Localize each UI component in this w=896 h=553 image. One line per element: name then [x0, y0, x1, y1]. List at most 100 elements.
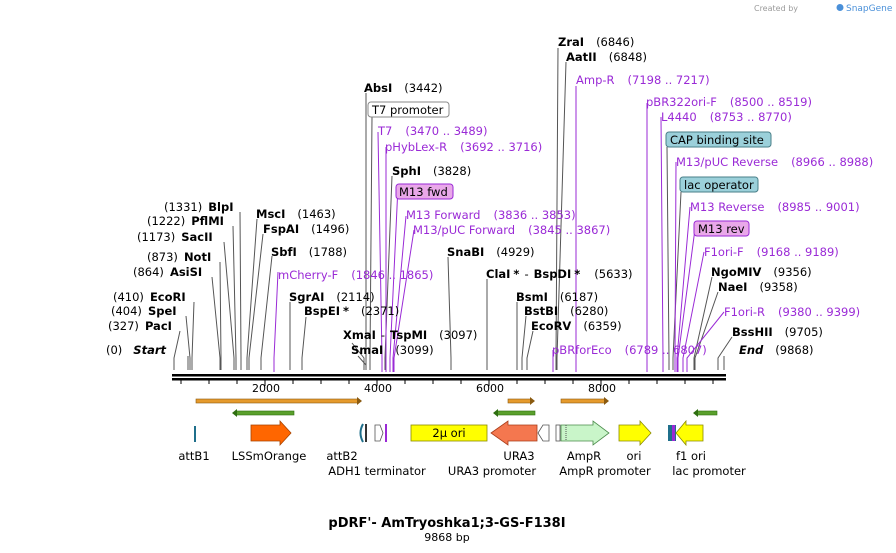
svg-text:NgoMIV(9356): NgoMIV (9356)	[711, 265, 812, 279]
svg-text:pHybLex-R(3692 .. 3716): pHybLex-R(3692 .. 3716)	[385, 140, 542, 154]
snabi-label: SnaBI	[447, 245, 484, 259]
bstbi-position: (6280)	[570, 304, 608, 318]
svg-text:M13 Reverse(8985 .. 9001): M13 Reverse(8985 .. 9001)	[690, 200, 860, 214]
ura3-feature	[490, 420, 538, 446]
watermark-brand: SnapGene	[846, 4, 893, 14]
sbfi-label: SbfI	[271, 245, 297, 259]
ampr-feature	[560, 420, 610, 446]
start-label: Start	[133, 343, 166, 357]
svg-text:ZraI(6846): ZraI(6846)	[558, 35, 634, 49]
ngomiv-label: NgoMIV	[711, 265, 761, 279]
f1-ori-feature	[675, 419, 704, 447]
naei-position: (9358)	[759, 280, 797, 294]
bstbi-label: BstBI	[524, 304, 558, 318]
svg-text:M13/pUC Forward(3845 .. 3867): M13/pUC Forward (3845 .. 3867)	[413, 223, 610, 237]
svg-text:(1173)SacII: (1173)SacII	[137, 230, 213, 244]
orf-arrow-small-2	[493, 409, 536, 417]
f1ori-f-range: (9168 .. 9189)	[757, 245, 839, 259]
f1ori-r-range: (9380 .. 9399)	[778, 305, 860, 319]
primer-leader-lines	[273, 86, 725, 372]
spei-label: SpeI	[148, 304, 177, 318]
leader-aatii	[556, 61, 567, 370]
two-mu-ori-feature	[410, 424, 488, 442]
amp-r-label: Amp-R	[576, 73, 615, 87]
ecori-label: EcoRI	[150, 290, 186, 304]
t7-range: (3470 .. 3489)	[405, 124, 487, 138]
smai-label: SmaI	[351, 343, 383, 357]
l4440-label: L4440	[661, 110, 697, 124]
leader-cap	[666, 146, 670, 370]
leader-t7	[377, 131, 383, 372]
leader-msci	[246, 218, 258, 370]
ura3-promoter-feature	[537, 424, 550, 442]
adh1-terminator-feature	[374, 424, 384, 442]
smai-position: (3099)	[395, 343, 433, 357]
clai-dash: -	[524, 267, 528, 281]
svg-text:(1331)BlpI: (1331)BlpI	[164, 200, 233, 214]
fspai-label: FspAI	[263, 222, 299, 236]
leader-m13rev	[677, 228, 696, 372]
ngomiv-position: (9356)	[773, 265, 811, 279]
m13-rev-label: M13 rev	[698, 222, 745, 236]
mcherry-f-label: mCherry-F	[278, 268, 338, 282]
attb1-label: attB1	[178, 449, 209, 463]
absi-position: (3442)	[404, 81, 442, 95]
sacii-label: SacII	[181, 230, 212, 244]
lac-operator-box: lac operator	[679, 176, 759, 193]
svg-text:SbfI(1788): SbfI(1788)	[271, 245, 347, 259]
leader-pflmi	[232, 225, 237, 370]
orf-arrow-lssmorange	[195, 397, 362, 405]
pbrforeco-label: pBRforEco	[552, 343, 612, 357]
leader-t7promoter	[369, 116, 373, 370]
plasmid-title: pDRF'- AmTryoshka1;3-GS-F138I	[328, 516, 565, 531]
leader-bstbi	[521, 315, 527, 370]
svg-text:BssHII(9705): BssHII(9705)	[732, 325, 823, 339]
boxed-labels: T7 promoter M13 fwd CAP binding site lac…	[367, 101, 772, 237]
bspei-label: BspEI	[304, 304, 340, 318]
pbr322ori-f-range: (8500 .. 8519)	[730, 95, 812, 109]
svg-text:SphI(3828): SphI (3828)	[392, 164, 471, 178]
t7-promoter-label: T7 promoter	[371, 103, 444, 117]
l4440-range: (8753 .. 8770)	[710, 110, 792, 124]
leader-ecori	[191, 301, 195, 370]
f1-ori-label: f1 ori	[676, 449, 706, 463]
m13-reverse-label: M13 Reverse	[690, 200, 764, 214]
ura3-promoter-label: URA3 promoter	[448, 464, 536, 478]
noti-position: (873)	[147, 250, 178, 264]
phyblex-r-label: pHybLex-R	[385, 140, 447, 154]
ampr-promoter-label: AmpR promoter	[559, 464, 651, 478]
svg-text:(1222)PflMI: (1222)PflMI	[147, 214, 224, 228]
pbr322ori-f-label: pBR322ori-F	[646, 95, 717, 109]
clai-position: (5633)	[594, 267, 632, 281]
ura3-label: URA3	[503, 449, 534, 463]
leader-asisi	[211, 276, 221, 370]
aatii-position: (6848)	[609, 50, 647, 64]
m13-puc-forward-label: M13/pUC Forward	[413, 223, 515, 237]
leader-ecorv	[526, 330, 534, 370]
m13-puc-forward-range: (3845 .. 3867)	[528, 223, 610, 237]
leader-blpi	[239, 211, 242, 370]
m13-forward-label: M13 Forward	[406, 208, 480, 222]
snapgene-watermark: Created by SnapGene	[754, 4, 893, 14]
sphi-position: (3828)	[433, 164, 471, 178]
snabi-position: (4929)	[496, 245, 534, 259]
leader-mcherry-f	[273, 271, 279, 372]
m13-fwd-label: M13 fwd	[399, 185, 448, 199]
lac-operator-label: lac operator	[684, 178, 754, 192]
sgrai-position: (2114)	[336, 290, 374, 304]
svg-text:F1ori-R(9380 .. 9399): F1ori-R(9380 .. 9399)	[724, 305, 860, 319]
m13-site-bar	[385, 424, 387, 442]
noti-label: NotI	[184, 250, 211, 264]
leader-m13fwd	[389, 185, 399, 372]
m13-forward-range: (3836 .. 3853)	[493, 208, 575, 222]
svg-text:BsmI(6187): BsmI(6187)	[516, 290, 598, 304]
lssmorange-feature	[250, 419, 292, 447]
svg-text:AatII(6848): AatII(6848)	[566, 50, 647, 64]
leader-m13-puc-forward	[393, 229, 415, 372]
bspei-position: (2371)	[361, 304, 399, 318]
leader-m13-reverse	[676, 206, 691, 372]
lac-promoter-label: lac promoter	[672, 464, 746, 478]
axis: 2000 4000 6000 8000	[180, 380, 714, 395]
sphi-label: SphI	[392, 164, 421, 178]
orf-arrow-ura3	[232, 409, 295, 417]
